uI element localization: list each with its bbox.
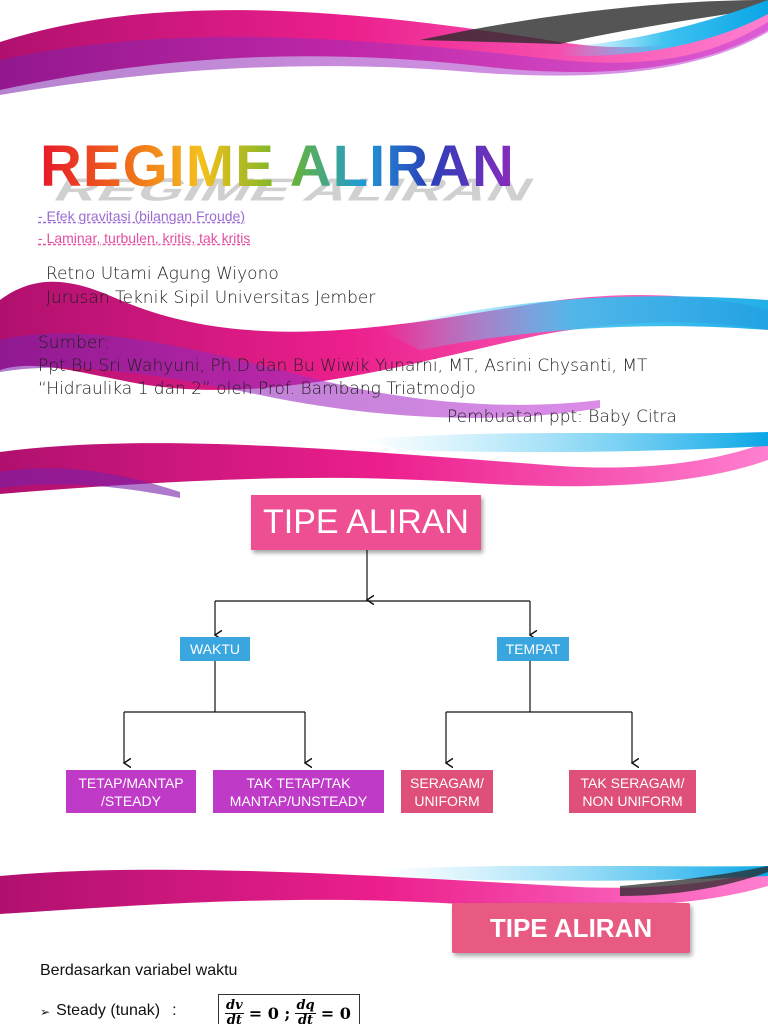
node-waktu: WAKTU [180, 637, 250, 661]
slide-3-title: TIPE ALIRAN [452, 903, 690, 953]
subtitle-froude: - Efek gravitasi (bilangan Froude) [38, 208, 245, 224]
slide-3-title-text: TIPE ALIRAN [489, 912, 653, 943]
node-tempat: TEMPAT [497, 637, 569, 661]
tempat-label: TEMPAT [505, 641, 561, 657]
f1-den: dt [226, 1013, 242, 1024]
department: Jurusan Teknik Sipil Universitas Jember [46, 288, 376, 308]
bullet-arrow-icon: ➢ [40, 1005, 51, 1019]
slide-3: TIPE ALIRAN Berdasarkan variabel waktu ➢… [0, 866, 768, 1024]
f1-num: dv [225, 998, 244, 1014]
source-line-1: Ppt Bu Sri Wahyuni, Ph.D dan Bu Wiwik Yu… [38, 356, 648, 376]
root-label: TIPE ALIRAN [263, 503, 469, 541]
slide-title: REGIME ALIRAN [40, 134, 515, 199]
subtitle-flow-regimes: - Laminar, turbulen, kritis, tak kritis [38, 230, 251, 246]
node-non-uniform: TAK SERAGAM/ NON UNIFORM [569, 770, 696, 813]
intro-text: Berdasarkan variabel waktu [40, 962, 238, 979]
bullet-colon: : [172, 1002, 177, 1019]
ppt-maker: Pembuatan ppt: Baby Citra [447, 407, 677, 427]
waktu-label: WAKTU [189, 641, 241, 657]
steady-label: TETAP/MANTAP /STEADY [78, 774, 184, 809]
swoosh-decoration [0, 432, 768, 498]
non-uniform-label: TAK SERAGAM/ NON UNIFORM [580, 774, 685, 809]
swoosh-decoration [0, 0, 768, 418]
tree-connectors [0, 550, 768, 866]
f2-den: dt [297, 1013, 314, 1024]
unsteady-label: TAK TETAP/TAK MANTAP/UNSTEADY [229, 774, 368, 809]
node-uniform: SERAGAM/ UNIFORM [401, 770, 493, 813]
f2-rhs: = 0 [320, 1004, 351, 1023]
slide-1: REGIME ALIRAN REGIME ALIRAN - Efek gravi… [0, 0, 768, 432]
node-unsteady: TAK TETAP/TAK MANTAP/UNSTEADY [213, 770, 384, 813]
source-line-2: “Hidraulika 1 dan 2” oleh Prof. Bambang … [38, 379, 476, 399]
node-steady: TETAP/MANTAP /STEADY [66, 770, 196, 813]
f1-rhs: = 0 ; [248, 1004, 291, 1023]
tipe-aliran-root: TIPE ALIRAN [251, 495, 481, 550]
author-name: Retno Utami Agung Wiyono [46, 264, 279, 284]
slide-2: TIPE ALIRAN WAKTU [0, 432, 768, 866]
bullet-steady: ➢ Steady (tunak) : [40, 1002, 177, 1022]
swoosh-decoration [0, 866, 768, 914]
f2-num: dq [295, 998, 316, 1014]
uniform-label: SERAGAM/ UNIFORM [410, 774, 484, 809]
bullet-label: Steady (tunak) [56, 1002, 161, 1019]
source-label: Sumber: [38, 333, 110, 353]
